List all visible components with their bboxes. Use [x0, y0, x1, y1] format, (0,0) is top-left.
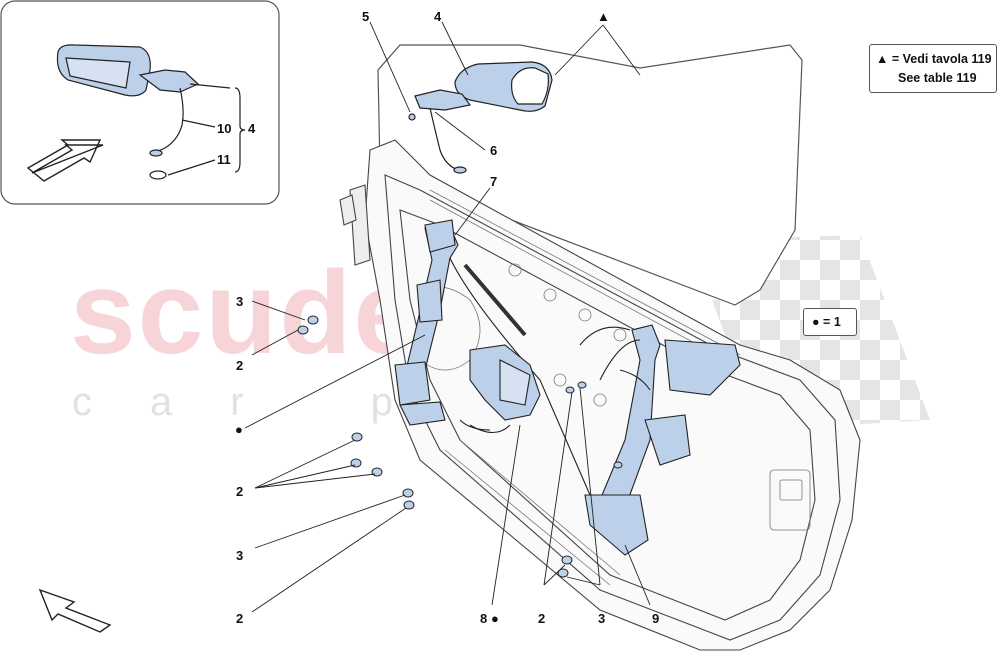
callout-2-bottom: 2: [538, 611, 546, 626]
callout-7: 7: [490, 174, 498, 189]
callout-5: 5: [362, 9, 370, 24]
mirror-inset-frame: [0, 0, 280, 205]
triangle-reference-icon: ▲: [597, 9, 610, 24]
callout-6: 6: [490, 143, 498, 158]
legend-vedi-tavola: = Vedi tavola 119: [891, 52, 992, 66]
legend-triangle-icon: ▲: [876, 52, 889, 66]
callout-8: 8: [480, 611, 488, 626]
dot-marker-left-icon: ●: [235, 422, 243, 437]
callout-3-left-lower: 3: [236, 548, 244, 563]
callout-3-bottom: 3: [598, 611, 606, 626]
legend-dot-icon: ●: [812, 315, 820, 329]
legend-table-reference: ▲ = Vedi tavola 119 See table 119: [869, 44, 997, 93]
dot-marker-bottom-icon: ●: [491, 611, 499, 626]
callout-3-left-upper: 3: [236, 294, 244, 309]
left-window-regulator: [394, 219, 591, 496]
callout-4-top: 4: [434, 9, 442, 24]
legend-dot-quantity: ● = 1: [803, 308, 857, 336]
door-mirror-assembly: [408, 61, 553, 174]
callout-leader-lines: [244, 21, 651, 613]
inset-direction-arrow: [26, 139, 104, 182]
inset-mirror-assembly: [56, 44, 246, 180]
callout-9: 9: [652, 611, 660, 626]
door-inner-details: [419, 189, 811, 586]
inset-callout-10: 10: [217, 121, 232, 136]
callout-2-left-middle: 2: [236, 484, 244, 499]
legend-dot-text: = 1: [823, 315, 841, 329]
window-motor: [459, 344, 541, 434]
view-direction-arrow: [38, 588, 112, 633]
inset-callout-11: 11: [217, 152, 231, 167]
callout-2-left-upper: 2: [236, 358, 244, 373]
inset-callout-4: 4: [248, 121, 256, 136]
door-glass: [377, 44, 803, 306]
fasteners: [297, 315, 623, 578]
legend-see-table: See table 119: [898, 71, 977, 85]
right-window-regulator: [579, 324, 741, 556]
callout-2-left-bottom: 2: [236, 611, 244, 626]
